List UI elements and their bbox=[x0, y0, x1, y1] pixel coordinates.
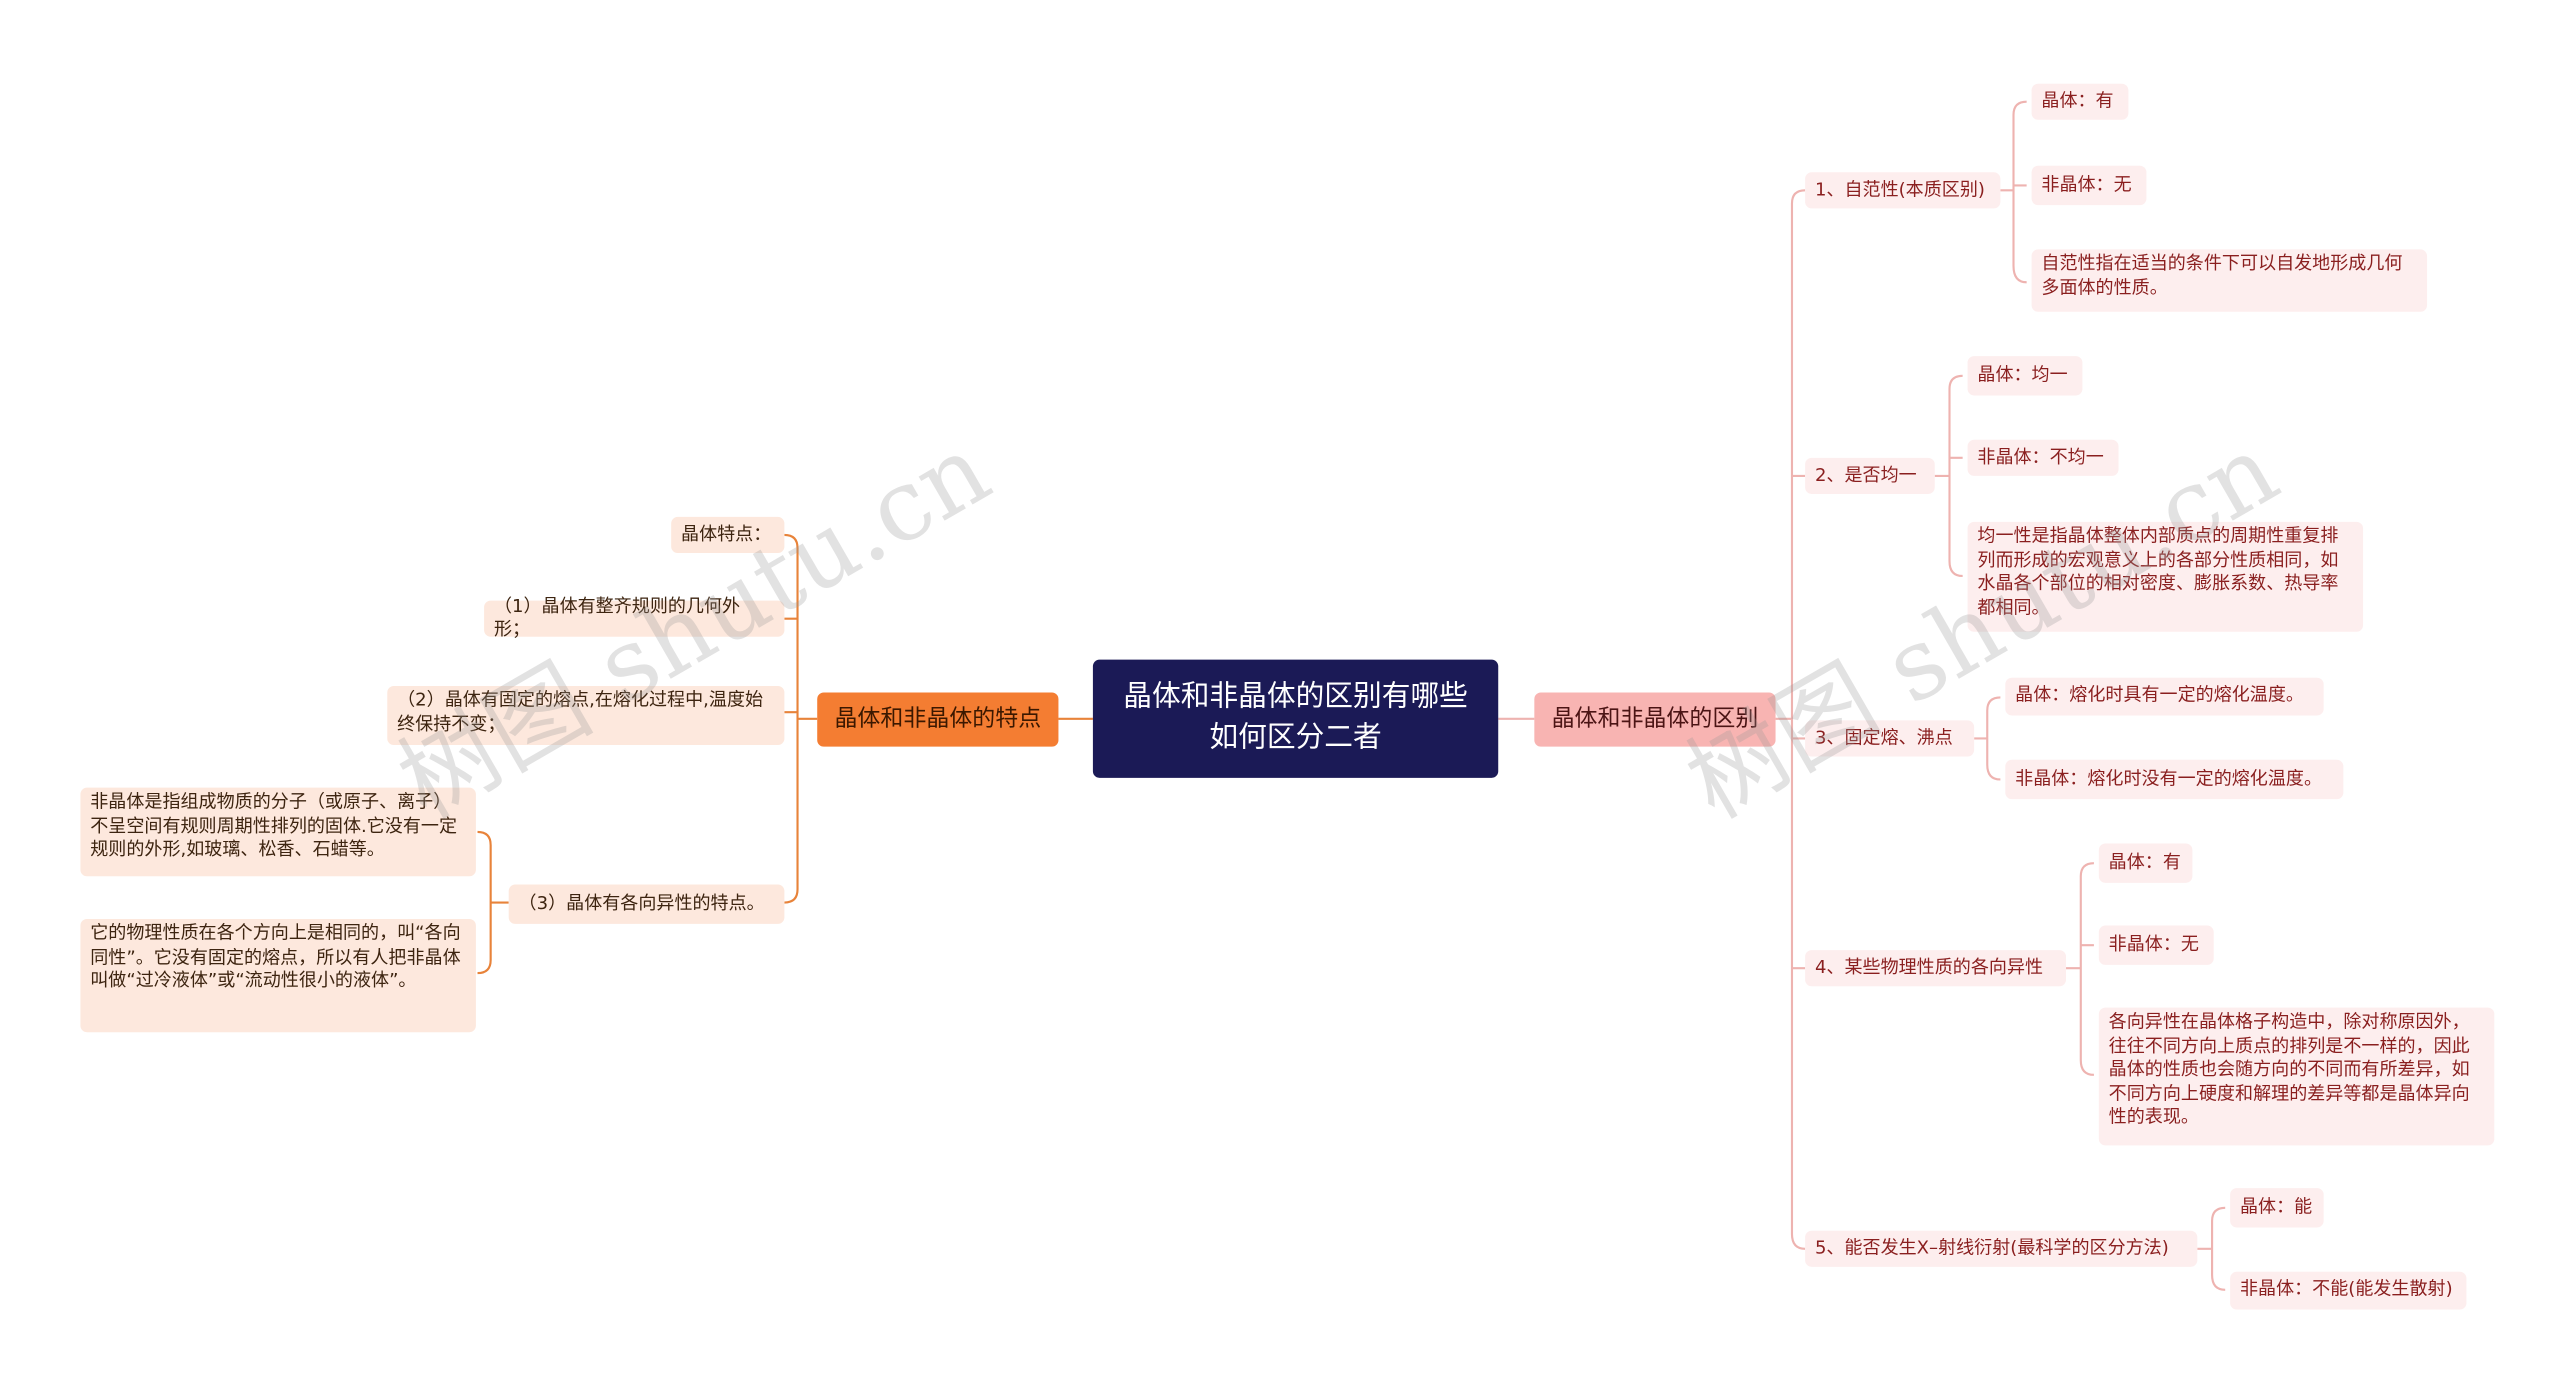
left-item-4-label: （3）晶体有各向异性的特点。 bbox=[518, 892, 765, 914]
left-branch-topic[interactable]: 晶体和非晶体的特点 bbox=[817, 692, 1059, 747]
right-item-4-child-2[interactable]: 非晶体：无 bbox=[2098, 925, 2214, 965]
right-item-3-child-2-label: 非晶体：熔化时没有一定的熔化温度。 bbox=[2015, 767, 2323, 789]
left-item-3-label: （2）晶体有固定的熔点,在熔化过程中,温度始终保持不变； bbox=[397, 689, 764, 735]
left-item-4-child-1[interactable]: 非晶体是指组成物质的分子（或原子、离子）不呈空间有规则周期性排列的固体.它没有一… bbox=[80, 787, 476, 877]
right-item-3-child-1[interactable]: 晶体：熔化时具有一定的熔化温度。 bbox=[2005, 677, 2324, 716]
right-item-1-child-1[interactable]: 晶体：有 bbox=[2031, 83, 2129, 120]
right-item-2-child-1[interactable]: 晶体：均一 bbox=[1967, 356, 2083, 396]
right-item-5[interactable]: 5、能否发生X–射线衍射(最科学的区分方法) bbox=[1805, 1230, 2198, 1267]
left-item-4-child-2[interactable]: 它的物理性质在各个方向上是相同的，叫“各向同性”。它没有固定的熔点，所以有人把非… bbox=[80, 918, 476, 1033]
right-item-4-child-1[interactable]: 晶体：有 bbox=[2098, 843, 2193, 883]
left-item-3[interactable]: （2）晶体有固定的熔点,在熔化过程中,温度始终保持不变； bbox=[387, 685, 785, 746]
left-item-4-child-2-label: 它的物理性质在各个方向上是相同的，叫“各向同性”。它没有固定的熔点，所以有人把非… bbox=[90, 922, 461, 992]
right-item-2-child-2[interactable]: 非晶体：不均一 bbox=[1967, 439, 2119, 476]
right-item-5-child-1[interactable]: 晶体：能 bbox=[2230, 1188, 2324, 1228]
right-item-4-child-3[interactable]: 各向异性在晶体格子构造中，除对称原因外，往往不同方向上质点的排列是不一样的，因此… bbox=[2098, 1007, 2495, 1146]
right-item-3-label: 3、固定熔、沸点 bbox=[1814, 726, 1953, 748]
root-topic-label: 晶体和非晶体的区别有哪些 如何区分二者 bbox=[1123, 681, 1468, 755]
right-item-2-label: 2、是否均一 bbox=[1814, 463, 1917, 486]
right-item-4-child-2-label: 非晶体：无 bbox=[2108, 933, 2199, 955]
right-branch-label: 晶体和非晶体的区别 bbox=[1551, 706, 1759, 733]
left-item-2[interactable]: （1）晶体有整齐规则的几何外形； bbox=[484, 595, 785, 640]
left-item-4[interactable]: （3）晶体有各向异性的特点。 bbox=[508, 884, 785, 924]
right-item-1-child-3[interactable]: 自范性指在适当的条件下可以自发地形成几何多面体的性质。 bbox=[2031, 249, 2428, 312]
right-item-5-child-2[interactable]: 非晶体：不能(能发生散射) bbox=[2230, 1271, 2467, 1310]
right-item-5-label: 5、能否发生X–射线衍射(最科学的区分方法) bbox=[1814, 1236, 2169, 1259]
left-item-1-label: 晶体特点： bbox=[681, 523, 772, 545]
right-item-4-label: 4、某些物理性质的各向异性 bbox=[1814, 956, 2044, 978]
right-item-2-child-3[interactable]: 均一性是指晶体整体内部质点的周期性重复排列而形成的宏观意义上的各部分性质相同，如… bbox=[1967, 521, 2364, 632]
left-item-4-child-1-label: 非晶体是指组成物质的分子（或原子、离子）不呈空间有规则周期性排列的固体.它没有一… bbox=[90, 790, 458, 860]
right-branch-topic[interactable]: 晶体和非晶体的区别 bbox=[1534, 692, 1776, 747]
right-item-2[interactable]: 2、是否均一 bbox=[1805, 457, 1935, 494]
right-item-2-child-3-label: 均一性是指晶体整体内部质点的周期性重复排列而形成的宏观意义上的各部分性质相同，如… bbox=[1977, 525, 2339, 618]
right-item-3-child-1-label: 晶体：熔化时具有一定的熔化温度。 bbox=[2015, 684, 2304, 707]
right-item-5-child-1-label: 晶体：能 bbox=[2239, 1195, 2313, 1218]
right-item-1-child-2[interactable]: 非晶体：无 bbox=[2031, 165, 2147, 206]
left-item-2-label: （1）晶体有整齐规则的几何外形； bbox=[493, 594, 741, 640]
left-branch-label: 晶体和非晶体的特点 bbox=[834, 706, 1042, 733]
right-item-3[interactable]: 3、固定熔、沸点 bbox=[1805, 720, 1975, 757]
right-item-1-child-2-label: 非晶体：无 bbox=[2041, 173, 2132, 195]
root-topic[interactable]: 晶体和非晶体的区别有哪些 如何区分二者 bbox=[1092, 659, 1499, 778]
right-item-5-child-2-label: 非晶体：不能(能发生散射) bbox=[2239, 1278, 2453, 1301]
right-item-4-child-1-label: 晶体：有 bbox=[2108, 851, 2181, 873]
right-item-3-child-2[interactable]: 非晶体：熔化时没有一定的熔化温度。 bbox=[2005, 759, 2344, 800]
right-item-4-child-3-label: 各向异性在晶体格子构造中，除对称原因外，往往不同方向上质点的排列是不一样的，因此… bbox=[2108, 1010, 2470, 1128]
right-item-1[interactable]: 1、自范性(本质区别) bbox=[1805, 172, 2001, 209]
right-item-2-child-2-label: 非晶体：不均一 bbox=[1977, 445, 2104, 468]
left-item-1[interactable]: 晶体特点： bbox=[671, 516, 785, 554]
right-item-4[interactable]: 4、某些物理性质的各向异性 bbox=[1805, 950, 2067, 987]
right-item-1-label: 1、自范性(本质区别) bbox=[1814, 178, 1985, 200]
right-item-1-child-3-label: 自范性指在适当的条件下可以自发地形成几何多面体的性质。 bbox=[2041, 252, 2403, 298]
right-item-1-child-1-label: 晶体：有 bbox=[2041, 89, 2114, 112]
right-item-2-child-1-label: 晶体：均一 bbox=[1977, 363, 2068, 386]
